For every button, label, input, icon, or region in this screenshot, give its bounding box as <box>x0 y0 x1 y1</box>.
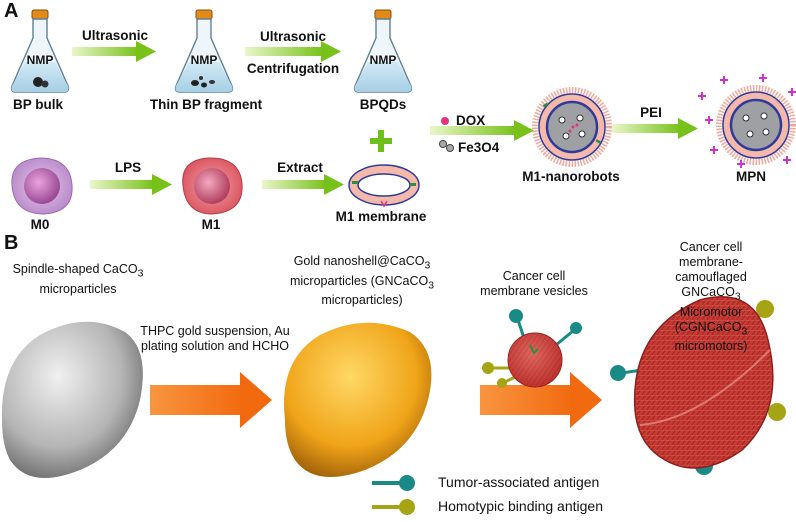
plus-icon <box>370 130 392 152</box>
legend-tumor-antigen: Tumor-associated antigen <box>438 474 600 490</box>
label-extract: Extract <box>277 160 323 175</box>
mpn-particle <box>698 74 796 168</box>
fe3o4-particles-icon <box>439 140 454 152</box>
flask-label-nmp: NMP <box>369 53 397 67</box>
gold-nanoshell-particle <box>284 322 432 478</box>
flask-thin-bp <box>174 9 234 93</box>
label-m1-nanorobots: M1-nanorobots <box>522 169 620 184</box>
orange-arrow-camouflage <box>480 372 602 428</box>
label-thpc-gold: THPC gold suspension, Au plating solutio… <box>140 324 290 353</box>
label-spindle-caco3: Spindle-shaped CaCO3 microparticles <box>12 262 144 296</box>
label-thin-bp-fragment: Thin BP fragment <box>149 97 263 112</box>
label-pei: PEI <box>640 105 662 120</box>
flask-bp-bulk <box>10 9 70 93</box>
label-bp-bulk: BP bulk <box>12 97 64 112</box>
flask-label-nmp: NMP <box>26 53 54 67</box>
label-m1: M1 <box>201 217 221 232</box>
arrow-extract <box>262 174 344 195</box>
m1-cell <box>182 157 243 215</box>
label-ultrasonic-1: Ultrasonic <box>81 28 149 43</box>
label-bpqds: BPQDs <box>359 97 407 112</box>
flask-label-nmp: NMP <box>190 53 218 67</box>
label-fe3o4: Fe3O4 <box>458 140 500 155</box>
label-mpn: MPN <box>736 169 766 184</box>
label-cgncaco3-micromotor: Cancer cell membrane- camouflaged GNCaCO… <box>674 240 748 353</box>
orange-arrow-gold-plating <box>150 372 272 428</box>
label-m0: M0 <box>30 217 50 232</box>
arrow-ultrasonic-1 <box>72 41 156 62</box>
label-lps: LPS <box>114 160 142 175</box>
legend-homotypic-antigen: Homotypic binding antigen <box>438 498 603 514</box>
arrow-pei <box>612 118 698 139</box>
cancer-cell-vesicle <box>482 309 582 388</box>
panel-label-a: A <box>4 0 19 22</box>
label-dox: DOX <box>456 113 486 128</box>
label-centrifugation: Centrifugation <box>246 61 340 76</box>
flask-bpqds <box>353 9 413 93</box>
label-ultrasonic-2: Ultrasonic <box>259 29 327 44</box>
m0-cell <box>11 157 73 215</box>
homotypic-antigen-legend-icon <box>372 499 415 515</box>
label-cancer-vesicles: Cancer cell membrane vesicles <box>480 269 588 298</box>
arrow-to-nanorobots <box>430 120 534 141</box>
label-m1-membrane: M1 membrane <box>335 209 427 224</box>
tumor-antigen-legend-icon <box>372 475 415 491</box>
camouflaged-micromotor <box>610 296 786 475</box>
caco3-microparticle <box>1 321 143 478</box>
label-gncaco3: Gold nanoshell@CaCO3 microparticles (GNC… <box>289 254 435 307</box>
m1-nanorobot <box>532 87 612 167</box>
dox-dot-icon <box>441 117 449 125</box>
arrow-lps <box>90 174 172 195</box>
m1-membrane <box>348 164 420 208</box>
arrow-ultrasonic-centrifugation <box>245 41 341 62</box>
panel-label-b: B <box>4 232 19 254</box>
